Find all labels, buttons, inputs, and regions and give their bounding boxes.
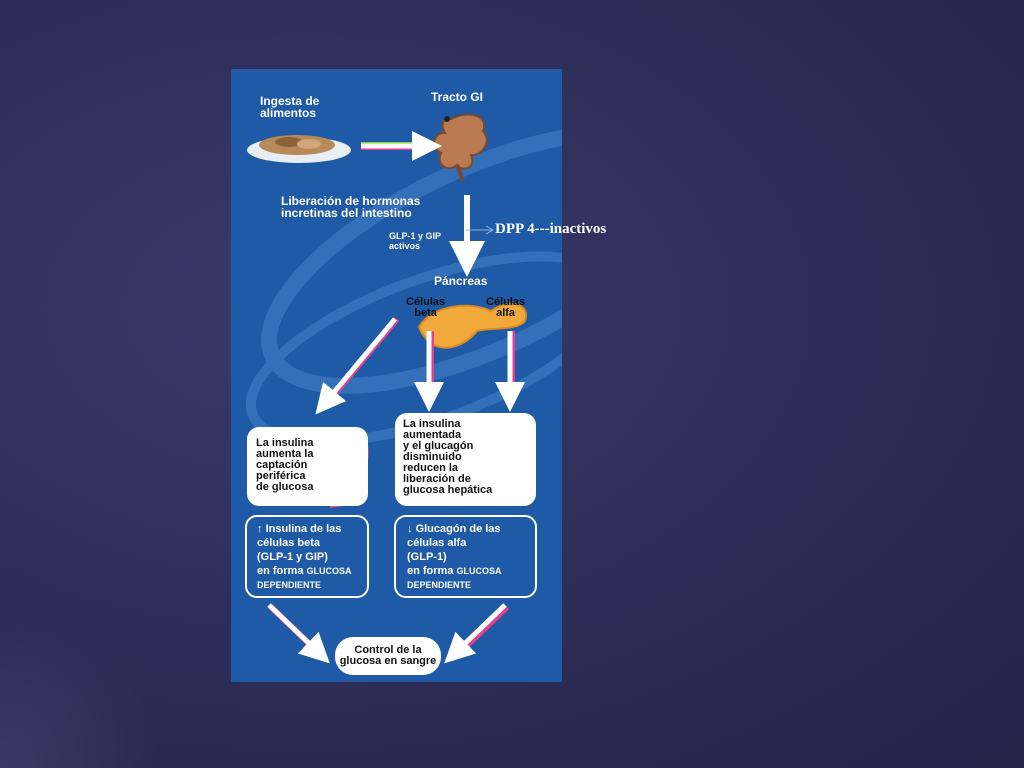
insulin-beta-line1: Insulina de las — [265, 523, 342, 535]
gi-tract-label: Tracto GI — [431, 90, 484, 104]
annotation-arrow — [466, 225, 495, 235]
insulin-beta-box — [245, 515, 369, 598]
glucagon-alpha-line4: en forma — [407, 565, 457, 577]
insulin-beta-caps2: DEPENDIENTE — [257, 580, 322, 590]
incretin-diagram-panel: Ingesta de alimentos Tracto GI Liberació… — [231, 69, 562, 682]
alpha-cells-label: Células alfa — [486, 296, 526, 319]
peripheral-uptake-box — [247, 427, 368, 506]
dpp4-annotation: DPP 4---inactivos — [495, 221, 607, 237]
peripheral-uptake-text: La insulina aumenta la captación perifér… — [256, 437, 314, 493]
pancreas-illustration — [417, 302, 528, 349]
food-intake-label: Ingesta de alimentos — [260, 94, 320, 120]
active-hormones-label: GLP-1 y GIP activos — [389, 231, 442, 251]
glucagon-alpha-text: ↓ Glucagón de las células alfa (GLP-1) e… — [407, 522, 502, 592]
insulin-beta-line3: (GLP-1 y GIP) — [257, 551, 328, 563]
beta-cells-label: Células beta — [406, 296, 446, 319]
food-plate-illustration — [247, 135, 351, 163]
flow-arrows — [267, 131, 525, 664]
gi-tract-illustration — [433, 113, 488, 182]
insulin-beta-line2: células beta — [257, 537, 320, 549]
glucose-control-box — [335, 637, 441, 675]
glucose-control-text: Control de la glucosa en sangre — [339, 644, 437, 667]
glucagon-alpha-caps1: GLUCOSA — [456, 566, 502, 576]
glucagon-alpha-line2: células alfa — [407, 537, 467, 549]
glucagon-alpha-caps2: DEPENDIENTE — [407, 580, 472, 590]
up-arrow-icon: ↑ — [257, 523, 263, 535]
pancreas-label: Páncreas — [434, 274, 488, 288]
glucagon-alpha-box — [394, 515, 537, 598]
glucagon-alpha-line1: Glucagón de las — [415, 523, 501, 535]
insulin-beta-line4: en forma — [257, 565, 307, 577]
insulin-beta-caps1: GLUCOSA — [306, 566, 352, 576]
glucagon-alpha-line3: (GLP-1) — [407, 551, 447, 563]
insulin-beta-text: ↑ Insulina de las células beta (GLP-1 y … — [257, 522, 352, 592]
hepatic-release-box — [395, 413, 536, 506]
slide-corner-decoration — [0, 608, 160, 768]
down-arrow-icon: ↓ — [407, 523, 413, 535]
hepatic-release-text: La insulina aumentada y el glucagón dism… — [403, 418, 493, 496]
hormone-release-label: Liberación de hormonas incretinas del in… — [281, 194, 421, 220]
